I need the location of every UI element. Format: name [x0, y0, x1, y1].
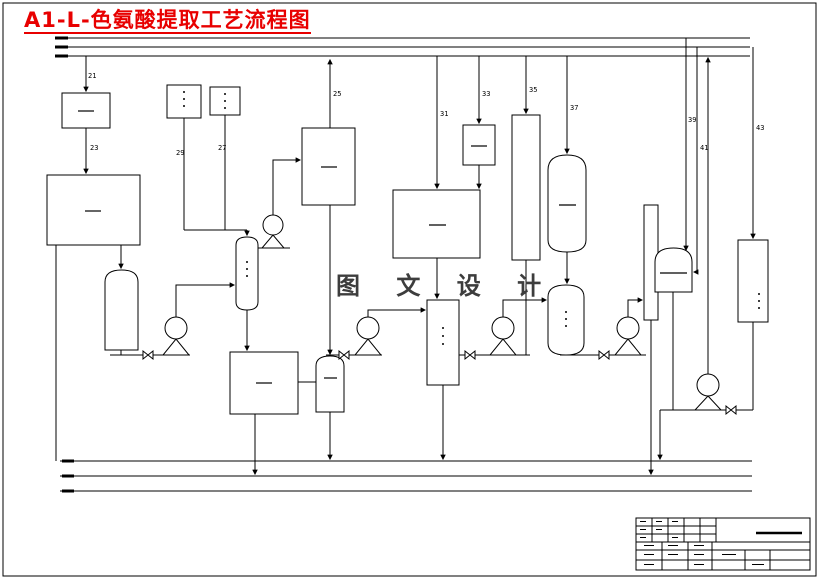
- pump-2-small: [260, 214, 286, 249]
- pump-4: [488, 316, 518, 356]
- title-block: [635, 517, 811, 571]
- holding-tank: [301, 127, 356, 206]
- separator-drum: [654, 247, 693, 293]
- receiver-vessel: [547, 284, 585, 356]
- stream-label: 39: [688, 116, 696, 124]
- stream-label: 35: [529, 86, 537, 94]
- crystallizer-tank: [392, 189, 481, 259]
- reactor-vessel: [547, 154, 587, 253]
- tray-column: [426, 299, 460, 386]
- drawing-title: A1-L-色氨酸提取工艺流程图: [24, 8, 311, 35]
- stream-label: 41: [700, 144, 708, 152]
- stream-label: 21: [88, 72, 96, 80]
- pump-6: [693, 373, 723, 411]
- stream-label: 27: [218, 144, 226, 152]
- stream-label: 33: [482, 90, 490, 98]
- product-tank: [737, 239, 769, 323]
- valve-icons: [142, 349, 737, 416]
- small-tank: [462, 124, 496, 166]
- watermark-text: 图 文 设 计: [336, 272, 556, 300]
- pump-5: [613, 316, 643, 356]
- stream-label: 23: [90, 144, 98, 152]
- stream-label: 43: [756, 124, 764, 132]
- mixing-tank: [229, 351, 299, 415]
- pump-3: [353, 316, 383, 356]
- stream-labels: 21 23 29 27 25 31 33 35 37 39 41 43: [88, 72, 764, 157]
- dosing-tank-2: [209, 86, 241, 116]
- pump-1: [161, 316, 191, 356]
- bottom-header-pipes: [60, 459, 752, 493]
- stream-label: 29: [176, 149, 184, 157]
- tall-column-left: [511, 114, 541, 261]
- ion-exchange-column: [235, 236, 259, 311]
- top-header-pipes: [55, 36, 750, 58]
- stream-label: 25: [333, 90, 341, 98]
- storage-vessel: [104, 269, 139, 351]
- buffer-vessel: [315, 355, 345, 413]
- fermenter-tank: [46, 174, 141, 246]
- feed-tank: [61, 92, 111, 129]
- stream-label: 31: [440, 110, 448, 118]
- dosing-tank-1: [166, 84, 202, 119]
- stream-label: 37: [570, 104, 578, 112]
